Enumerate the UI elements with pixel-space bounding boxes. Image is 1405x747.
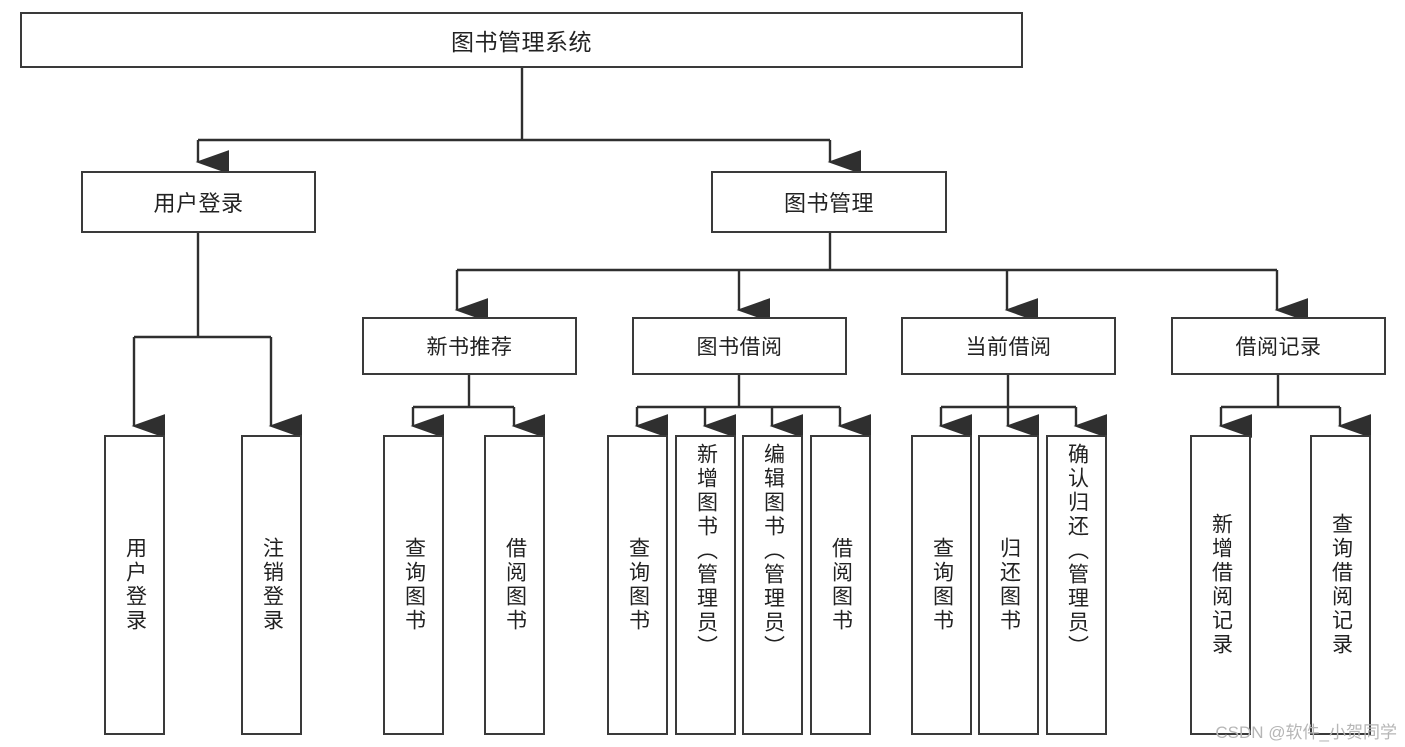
node-book-borrow-label: 图书借阅: [696, 336, 783, 359]
node-current-borrow[interactable]: 当前借阅: [901, 317, 1116, 375]
leaf-query-book-3[interactable]: 查询图书: [911, 435, 972, 735]
leaf-edit-book[interactable]: 编辑图书（管理员）: [742, 435, 803, 735]
leaf-query-book-3-label: 查询图书: [930, 537, 954, 633]
node-new-book-recommend-label: 新书推荐: [426, 336, 513, 359]
node-book-borrow[interactable]: 图书借阅: [632, 317, 847, 375]
leaf-user-login-label: 用户登录: [123, 537, 147, 633]
leaf-add-book[interactable]: 新增图书（管理员）: [675, 435, 736, 735]
node-current-borrow-label: 当前借阅: [965, 336, 1052, 359]
leaf-logout-label: 注销登录: [260, 537, 284, 633]
leaf-confirm-return-label: 确认归还（管理员）: [1065, 443, 1089, 659]
leaf-return-book[interactable]: 归还图书: [978, 435, 1039, 735]
node-root[interactable]: 图书管理系统: [20, 12, 1023, 68]
leaf-edit-book-label: 编辑图书（管理员）: [761, 443, 785, 659]
leaf-borrow-book-1[interactable]: 借阅图书: [484, 435, 545, 735]
leaf-add-record[interactable]: 新增借阅记录: [1190, 435, 1251, 735]
node-borrow-record-label: 借阅记录: [1235, 336, 1322, 359]
leaf-query-book-1[interactable]: 查询图书: [383, 435, 444, 735]
leaf-borrow-book-1-label: 借阅图书: [503, 537, 527, 633]
leaf-return-book-label: 归还图书: [997, 537, 1021, 633]
node-book-management-label: 图书管理: [783, 191, 874, 216]
leaf-add-record-label: 新增借阅记录: [1209, 513, 1233, 657]
node-user-login-label: 用户登录: [153, 191, 244, 216]
node-root-label: 图书管理系统: [451, 29, 592, 55]
leaf-query-book-2-label: 查询图书: [626, 537, 650, 633]
leaf-add-book-label: 新增图书（管理员）: [694, 443, 718, 659]
csdn-watermark: CSDN @软件_小贺同学: [1215, 723, 1397, 742]
leaf-query-record[interactable]: 查询借阅记录: [1310, 435, 1371, 735]
leaf-user-login[interactable]: 用户登录: [104, 435, 165, 735]
leaf-logout[interactable]: 注销登录: [241, 435, 302, 735]
node-book-management[interactable]: 图书管理: [711, 171, 947, 233]
leaf-query-book-1-label: 查询图书: [402, 537, 426, 633]
leaf-confirm-return[interactable]: 确认归还（管理员）: [1046, 435, 1107, 735]
node-new-book-recommend[interactable]: 新书推荐: [362, 317, 577, 375]
leaf-borrow-book-2-label: 借阅图书: [829, 537, 853, 633]
leaf-borrow-book-2[interactable]: 借阅图书: [810, 435, 871, 735]
node-borrow-record[interactable]: 借阅记录: [1171, 317, 1386, 375]
node-user-login[interactable]: 用户登录: [81, 171, 316, 233]
leaf-query-book-2[interactable]: 查询图书: [607, 435, 668, 735]
leaf-query-record-label: 查询借阅记录: [1329, 513, 1353, 657]
